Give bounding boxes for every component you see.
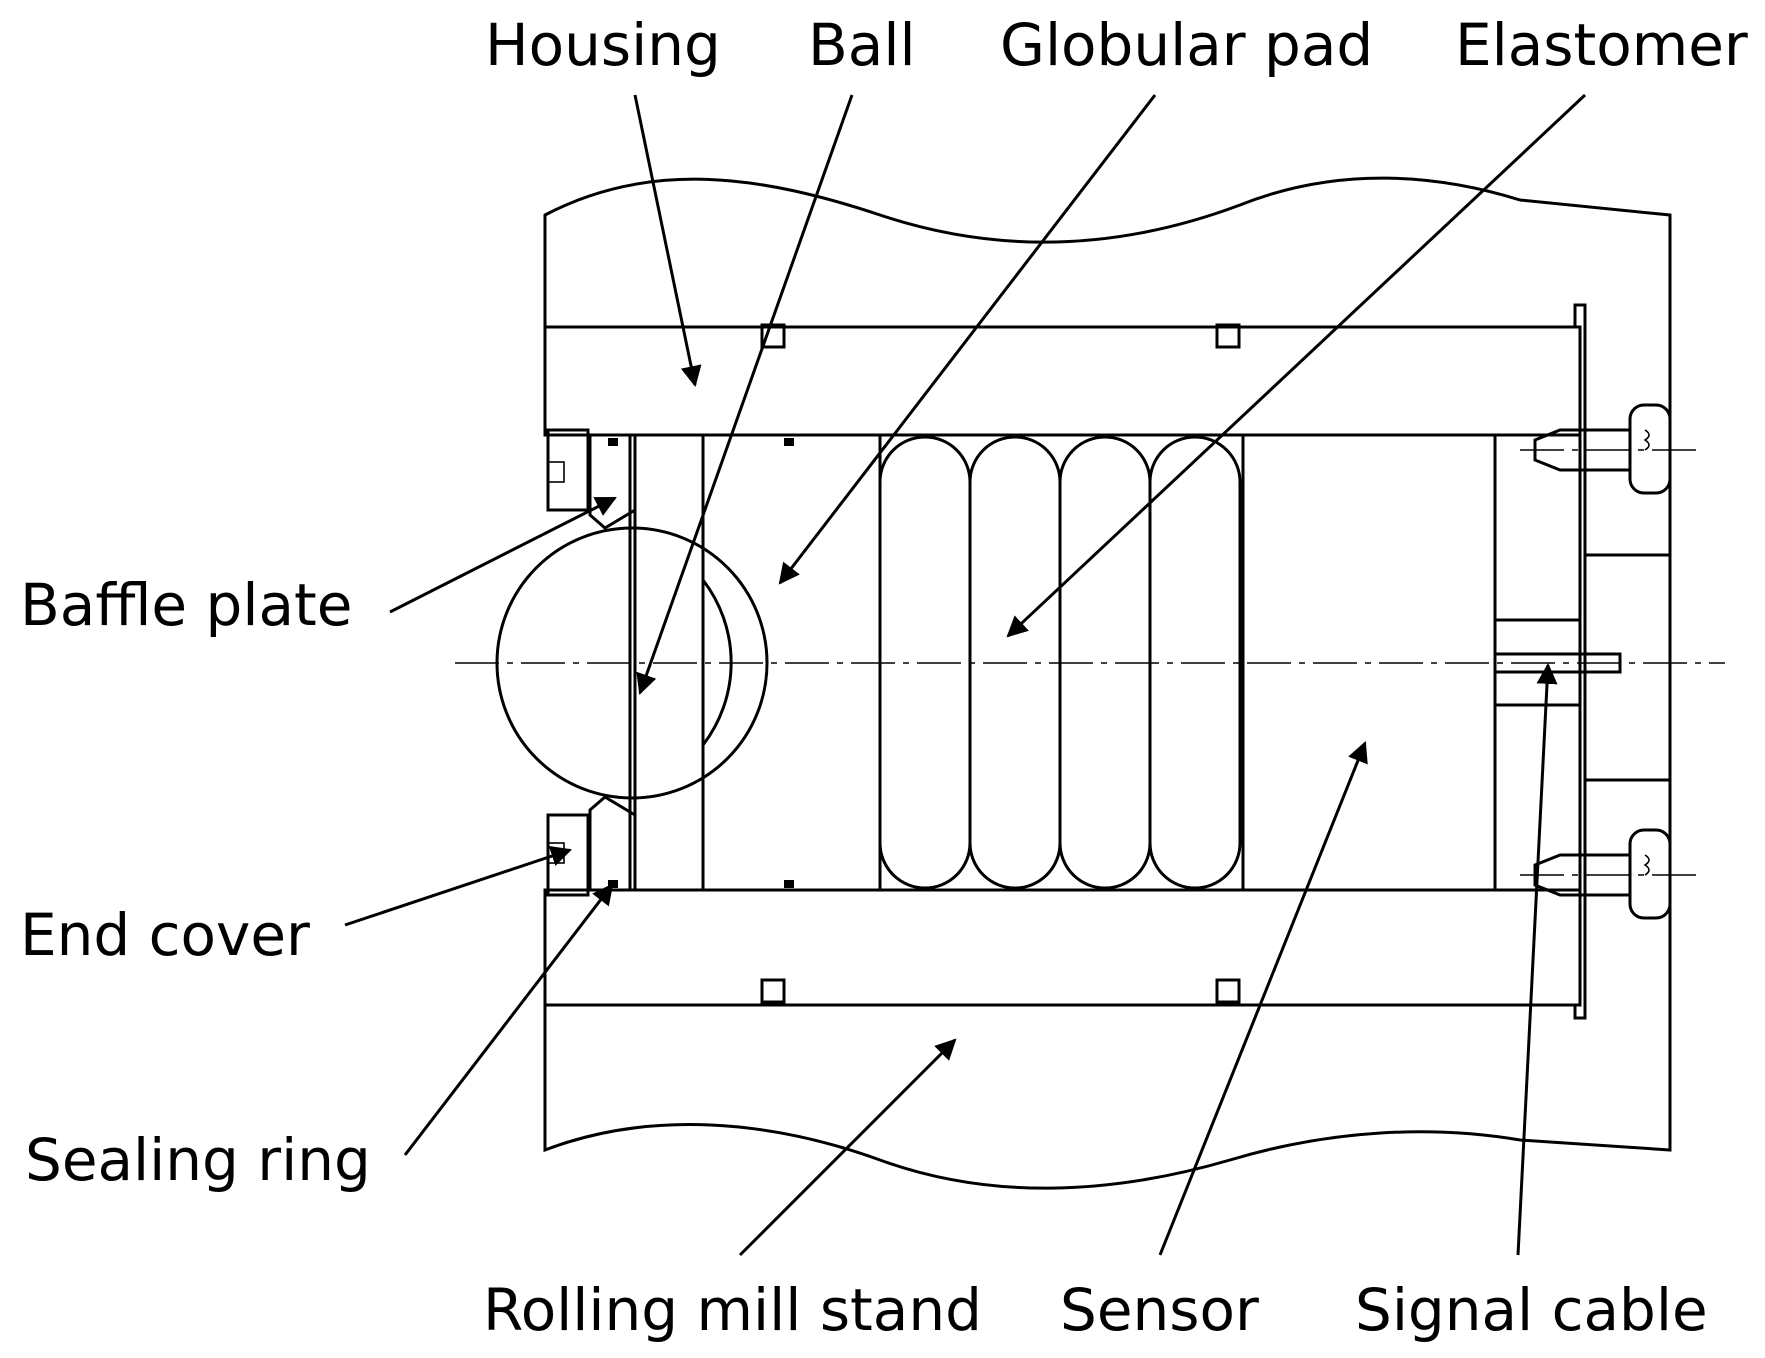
label-sensor: Sensor xyxy=(1060,1276,1259,1344)
leader-baffle-plate xyxy=(389,496,617,614)
leader-globular-pad xyxy=(778,94,1157,585)
label-globular-pad: Globular pad xyxy=(1000,11,1373,79)
label-sealing-ring: Sealing ring xyxy=(25,1126,371,1194)
pad-gap xyxy=(633,433,705,892)
end-cover-lower xyxy=(588,795,637,892)
leader-rolling-mill-stand xyxy=(738,1038,957,1257)
leader-sensor xyxy=(1158,741,1368,1256)
screw-lower xyxy=(1533,828,1672,920)
housing-lower xyxy=(543,888,1582,1007)
leader-sealing-ring xyxy=(403,883,614,1156)
leader-elastomer xyxy=(1006,93,1587,638)
label-housing: Housing xyxy=(485,11,721,79)
screw-upper xyxy=(1533,403,1672,495)
leader-ball xyxy=(636,94,854,695)
label-elastomer: Elastomer xyxy=(1455,11,1748,79)
seal-ring-3 xyxy=(760,978,786,1004)
seal-ring-2 xyxy=(1215,323,1241,349)
label-signal-cable: Signal cable xyxy=(1355,1276,1708,1344)
seal-dot-4 xyxy=(784,880,794,888)
seal-ring-4 xyxy=(1215,978,1241,1004)
label-ball: Ball xyxy=(808,11,916,79)
leader-housing xyxy=(633,94,702,388)
baffle-plate-upper-slot xyxy=(547,461,565,483)
end-cover-upper xyxy=(588,433,637,530)
stand-recess xyxy=(1583,553,1672,782)
label-rolling-mill-stand: Rolling mill stand xyxy=(483,1276,982,1344)
leader-end-cover xyxy=(344,846,572,927)
rolling-mill-stand-top xyxy=(543,176,1672,1190)
baffle-plate-upper xyxy=(546,428,590,512)
seal-dot-1 xyxy=(608,438,618,446)
leader-signal-cable xyxy=(1516,662,1558,1256)
seal-ring-1 xyxy=(760,323,786,349)
seal-dot-2 xyxy=(784,438,794,446)
label-baffle-plate: Baffle plate xyxy=(20,571,352,639)
label-end-cover: End cover xyxy=(20,901,310,969)
housing-upper xyxy=(543,325,1582,437)
